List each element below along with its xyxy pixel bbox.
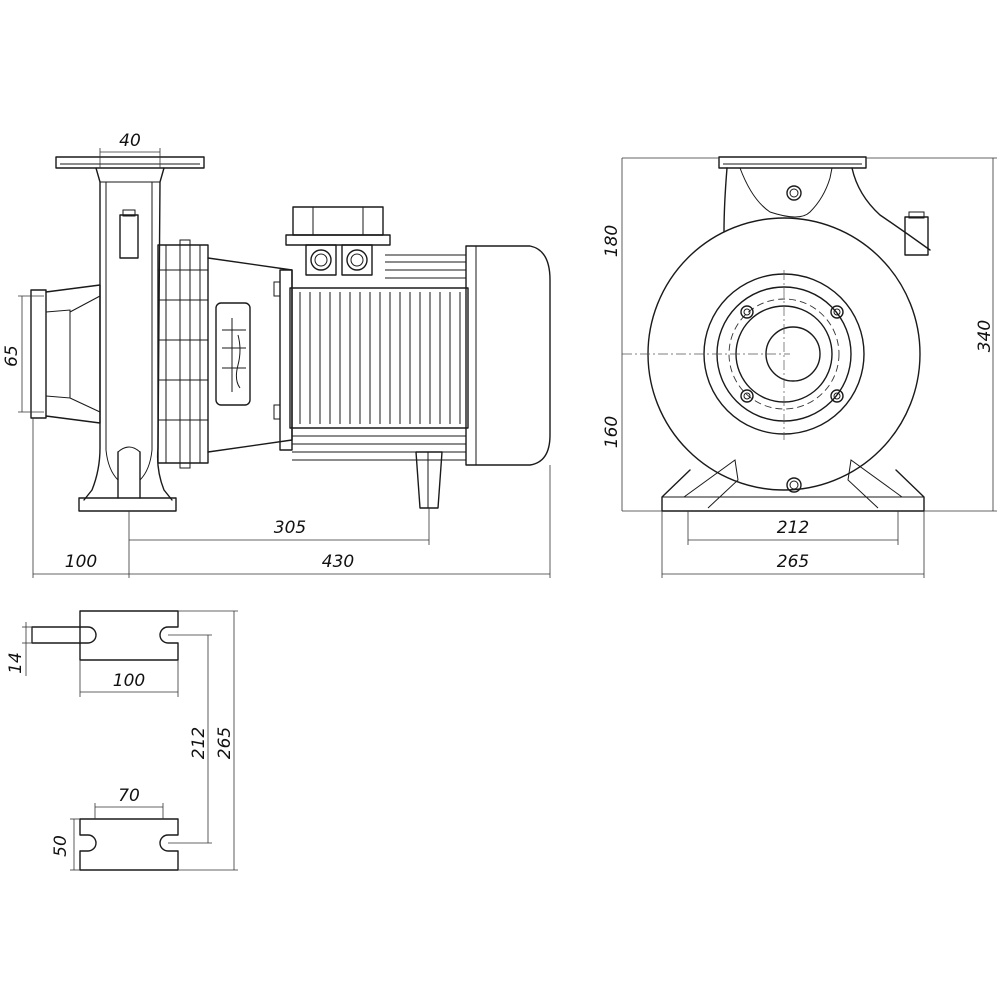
- bolt-hole: [740, 389, 754, 403]
- bolt-hole: [830, 305, 844, 319]
- dim-inner-spacing: 212: [189, 727, 209, 759]
- bracket-coupling: [157, 239, 293, 469]
- dim-total-height: 340: [975, 320, 995, 352]
- dim-outer-spacing: 265: [215, 727, 235, 759]
- dim-bottom-height: 160: [602, 416, 622, 448]
- dim-bolt-spacing: 212: [777, 518, 809, 538]
- dim-foot-to-motor-foot: 305: [274, 518, 306, 538]
- dim-base-width: 265: [777, 552, 809, 572]
- side-view: 40 65 305 100 430: [2, 131, 551, 578]
- electric-motor: [273, 206, 551, 509]
- dim-slot-width: 14: [6, 652, 26, 674]
- bolt-hole: [830, 389, 844, 403]
- front-view: 180 160 340 212 265: [602, 156, 997, 578]
- dim-overall-length: 430: [322, 552, 354, 572]
- dim-inlet-to-foot: 100: [65, 552, 97, 572]
- dim-lower-plate-height: 50: [51, 835, 71, 857]
- motor-cooling-fins: [299, 292, 461, 424]
- lower-base-plate: [79, 818, 179, 871]
- bolt-hole: [740, 305, 754, 319]
- side-view-dimensions: 40 65 305 100 430: [2, 131, 551, 578]
- upper-base-plate: [79, 610, 179, 661]
- base-plates: 14 100 70 50 212 265: [6, 610, 238, 871]
- pump-casing: [30, 156, 205, 512]
- dim-lower-plate-length: 70: [118, 786, 140, 806]
- flange-bolt-holes: [740, 305, 844, 403]
- dim-plate-length: 100: [113, 671, 145, 691]
- dim-top-height: 180: [602, 225, 622, 257]
- dim-inlet-height: 65: [2, 345, 22, 367]
- dim-outlet-width: 40: [119, 131, 141, 151]
